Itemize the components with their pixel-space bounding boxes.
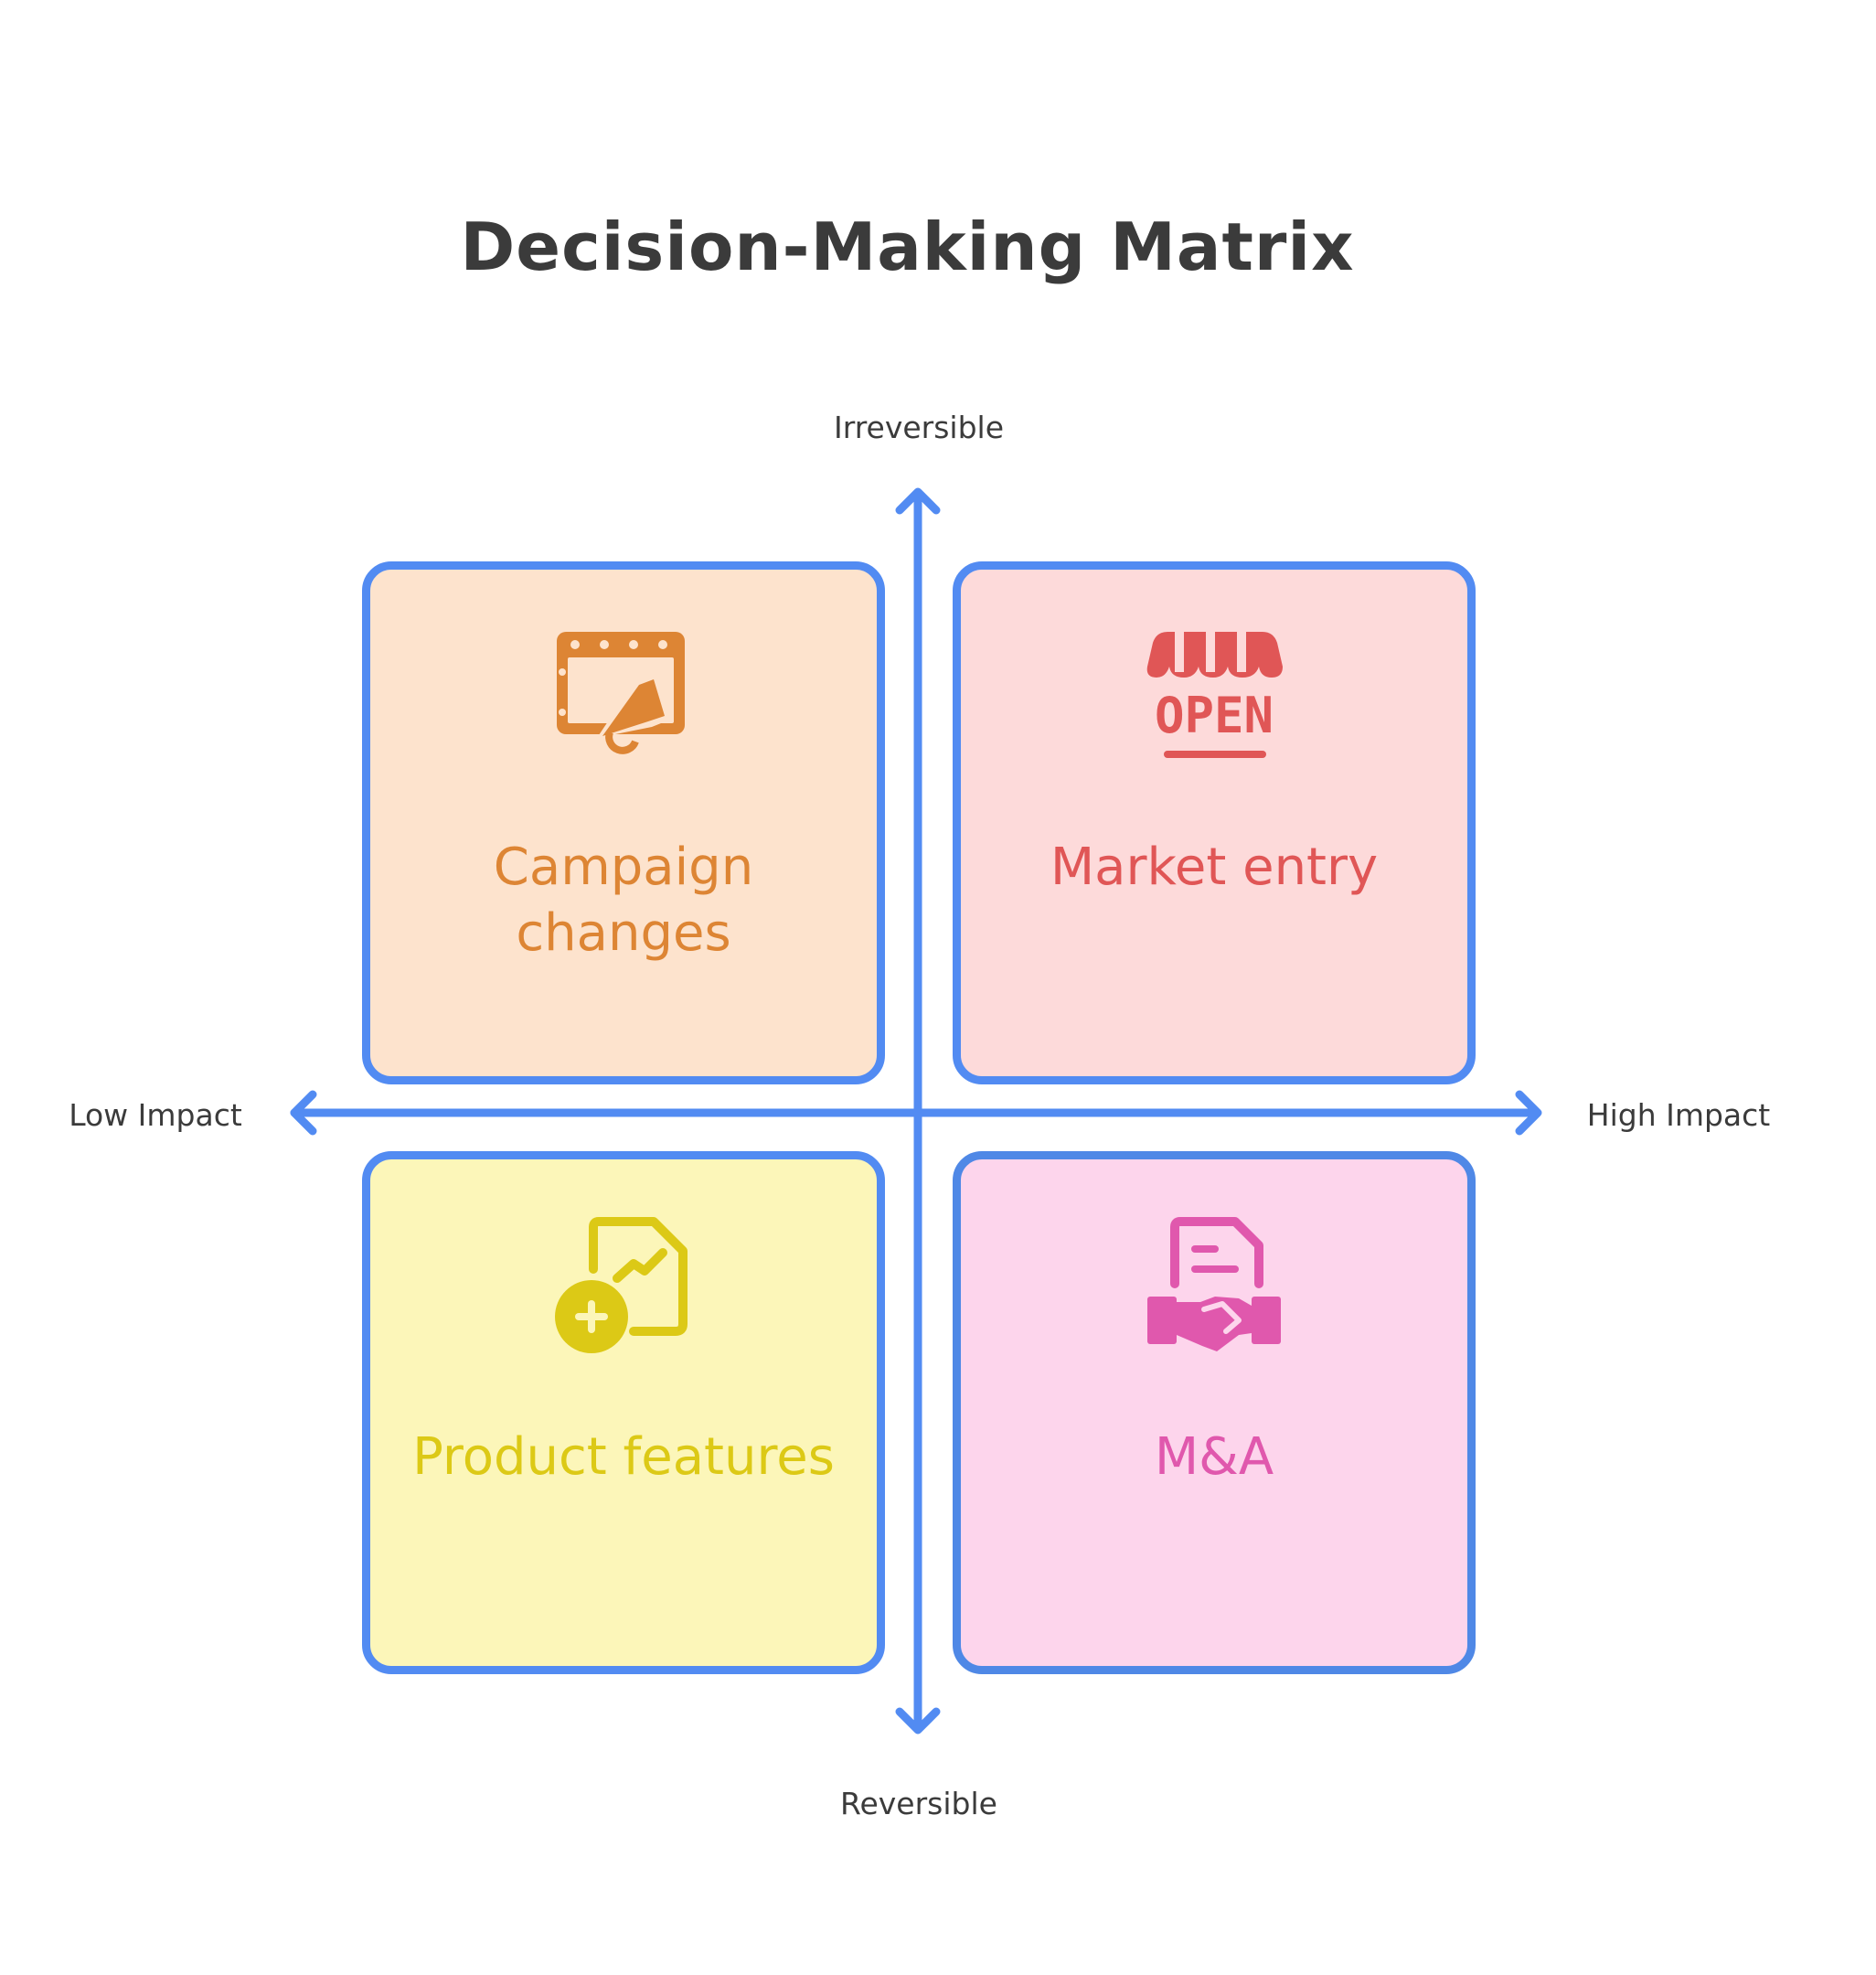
page-title: Decision-Making Matrix (460, 208, 1355, 285)
axis-label-low-impact: Low Impact (69, 1097, 242, 1133)
arrow-right-icon (1515, 1090, 1542, 1136)
add-chart-document-icon (555, 1217, 688, 1353)
quadrant-label: Product features (412, 1427, 835, 1487)
quadrant-campaign-changes: Campaign changes (362, 561, 885, 1084)
quadrant-product-features: Product features (362, 1151, 885, 1674)
quadrant-m-and-a: M&A (953, 1151, 1476, 1674)
video-campaign-megaphone-icon (557, 632, 685, 754)
axis-label-reversible: Reversible (840, 1786, 997, 1821)
svg-text:OPEN: OPEN (1155, 687, 1274, 744)
arrow-down-icon (895, 1707, 941, 1735)
arrow-up-icon (895, 487, 941, 515)
arrow-left-icon (290, 1090, 317, 1136)
quadrant-label: Market entry (1050, 838, 1379, 897)
axis-label-irreversible: Irreversible (833, 410, 1005, 445)
axis-label-high-impact: High Impact (1586, 1097, 1771, 1133)
quadrant-label: Campaign changes (493, 838, 754, 963)
quadrant-market-entry: OPEN Market entry (953, 561, 1476, 1084)
open-store-icon: OPEN (1146, 632, 1283, 758)
handshake-contract-icon (1147, 1217, 1281, 1351)
quadrant-label: M&A (1154, 1427, 1274, 1487)
